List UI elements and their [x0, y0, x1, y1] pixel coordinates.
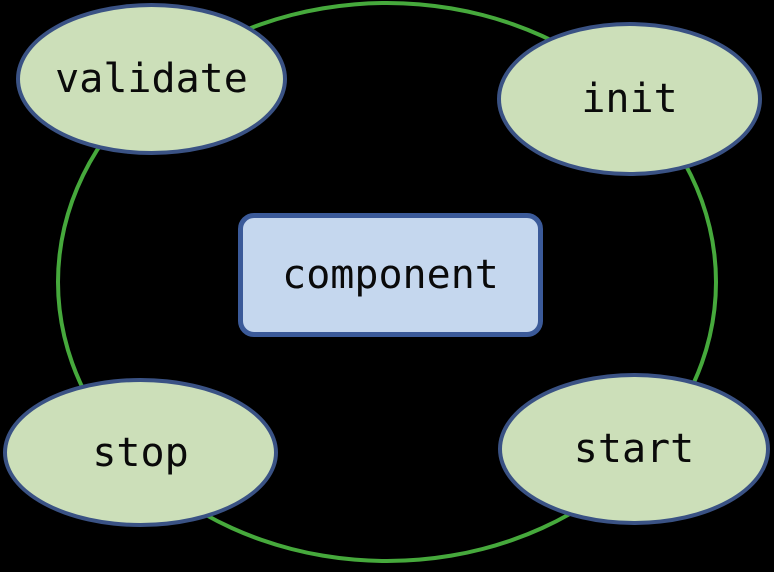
node-stop: stop — [3, 378, 278, 527]
node-validate-label: validate — [55, 56, 248, 102]
cycle-edge-circle — [56, 1, 718, 563]
node-stop-label: stop — [92, 429, 189, 476]
node-init-label: init — [581, 76, 678, 122]
node-start: start — [498, 373, 770, 525]
node-validate: validate — [16, 3, 287, 155]
node-component-label: component — [282, 252, 499, 298]
node-start-label: start — [573, 426, 695, 472]
node-init: init — [497, 22, 762, 176]
node-component: component — [238, 213, 543, 337]
